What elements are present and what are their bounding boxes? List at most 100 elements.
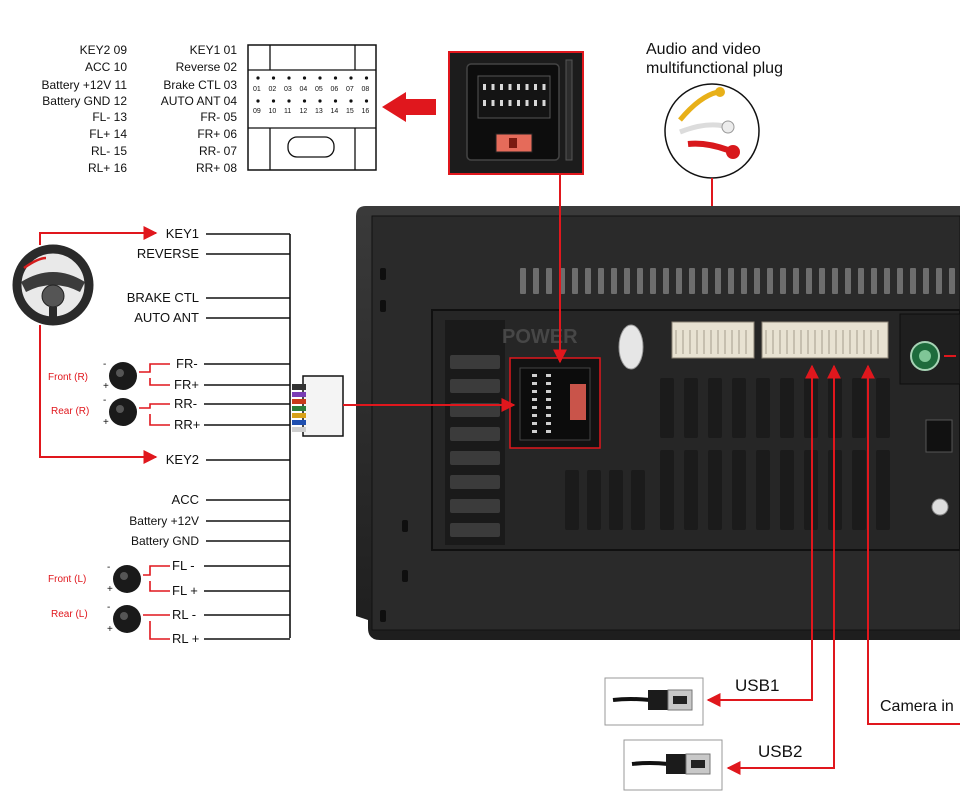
pin-number: 01 <box>253 86 261 93</box>
pin-label-06: FR+ 06 <box>197 127 237 141</box>
wire-label-key1: KEY1 <box>166 226 199 241</box>
av-plug-title-line1: Audio and video <box>646 41 761 58</box>
pin-dot <box>364 76 369 80</box>
wire-label-rl-plus: RL + <box>172 631 199 646</box>
svg-text:+: + <box>103 381 109 392</box>
svg-text:-: - <box>103 359 106 370</box>
steering-key2-arrow <box>39 325 158 464</box>
pin-label-13: FL- 13 <box>92 110 127 124</box>
pin-label-02: Reverse 02 <box>176 60 238 74</box>
pin-label-14: FL+ 14 <box>89 127 127 141</box>
usb2-label: USB2 <box>758 742 802 761</box>
wire-label-brake: BRAKE CTL <box>127 290 199 305</box>
speaker-icon: -+ <box>107 562 170 595</box>
pin-dot <box>349 76 353 80</box>
svg-text:-: - <box>103 395 106 406</box>
pin-label-16: RL+ 16 <box>88 161 127 175</box>
pin-label-05: FR- 05 <box>200 110 237 124</box>
wire-label-rr-minus: RR- <box>174 396 197 411</box>
pin-label-03: Brake CTL 03 <box>163 78 237 92</box>
pin-number: 02 <box>269 86 277 93</box>
av-plug-title-line2: multifunctional plug <box>646 60 783 77</box>
steering-key1-arrow <box>39 226 158 245</box>
wire-label-auto-ant: AUTO ANT <box>134 310 199 325</box>
pin-dot <box>271 76 276 80</box>
pin-dot <box>287 99 291 103</box>
camera-lead <box>861 364 960 725</box>
pin-dot <box>302 76 307 80</box>
svg-text:+: + <box>103 417 109 428</box>
pin-number: 04 <box>300 86 308 93</box>
pin-number: 15 <box>346 108 354 115</box>
head-unit-back: POWER <box>356 206 960 640</box>
usb1-cable-photo <box>604 677 704 726</box>
pin-number: 14 <box>331 108 339 115</box>
wire-label-fl-plus: FL + <box>172 583 198 598</box>
wire-label-fr-minus: FR- <box>176 356 198 371</box>
wire-label-key2: KEY2 <box>166 452 199 467</box>
wire-label-reverse: REVERSE <box>137 246 199 261</box>
pin-number: 13 <box>315 108 323 115</box>
speaker-icon: -+ <box>107 602 170 640</box>
pin-number: 07 <box>346 86 354 93</box>
svg-text:-: - <box>107 562 110 573</box>
wire-label-rl-minus: RL - <box>172 607 196 622</box>
wire-label-rr-plus: RR+ <box>174 417 200 432</box>
usb2-lead <box>726 364 841 775</box>
pin-dot <box>302 99 307 103</box>
pin-dot <box>256 99 260 103</box>
pin-label-04: AUTO ANT 04 <box>161 94 238 108</box>
speaker-label-front-r: Front (R) <box>48 372 88 383</box>
connector-photo <box>448 51 584 175</box>
steering-wheel-icon <box>12 244 94 326</box>
pin-label-15: RL- 15 <box>91 144 127 158</box>
pin-dot <box>287 76 291 80</box>
wire-label-battery-gnd: Battery GND <box>131 534 199 548</box>
speaker-label-front-l: Front (L) <box>48 574 86 585</box>
pin-number: 10 <box>269 108 277 115</box>
pin-dot <box>333 99 338 103</box>
speaker-icon: -+ <box>103 395 170 428</box>
pin-label-08: RR+ 08 <box>196 161 237 175</box>
pin-number: 08 <box>362 86 370 93</box>
pin-number: 11 <box>284 108 291 115</box>
pinout-legend: KEY2 09 ACC 10 Battery +12V 11 Battery G… <box>42 43 238 175</box>
pin-label-07: RR- 07 <box>199 144 237 158</box>
pin-dot <box>333 76 338 80</box>
svg-text:-: - <box>107 602 110 613</box>
svg-text:+: + <box>107 624 113 635</box>
pin-dot <box>318 76 322 80</box>
pin-number: 16 <box>362 108 370 115</box>
pin-label-01: KEY1 01 <box>190 43 238 57</box>
speaker-icon: -+ <box>103 359 170 392</box>
red-pointer-arrow-icon <box>382 92 436 122</box>
pin-dot <box>364 99 369 103</box>
rca-plug-photo <box>664 83 760 179</box>
speaker-label-rear-l: Rear (L) <box>51 609 88 620</box>
pin-number: 09 <box>253 108 261 115</box>
pin-number: 06 <box>331 86 339 93</box>
pin-number: 05 <box>315 86 323 93</box>
pin-label-12: Battery GND 12 <box>42 94 127 108</box>
pin-label-10: ACC 10 <box>85 60 127 74</box>
power-label: POWER <box>502 326 578 348</box>
svg-text:+: + <box>107 584 113 595</box>
wire-label-fl-minus: FL - <box>172 558 195 573</box>
harness-plug <box>292 375 344 437</box>
wire-label-acc: ACC <box>172 492 199 507</box>
pin-dot <box>256 76 260 80</box>
usb2-cable-photo <box>623 739 723 791</box>
pin-label-11: Battery +12V 11 <box>42 78 128 92</box>
wiring-harness: KEY1 REVERSE BRAKE CTL AUTO ANT FR- FR+ … <box>127 226 516 646</box>
wire-label-battery-12v: Battery +12V <box>129 514 199 528</box>
pin-dot <box>271 99 276 103</box>
usb1-label: USB1 <box>735 676 779 695</box>
wire-label-fr-plus: FR+ <box>174 377 199 392</box>
pin-label-09: KEY2 09 <box>80 43 128 57</box>
pin-dot <box>318 99 322 103</box>
speakers: -+-+-+-+ <box>103 359 170 640</box>
